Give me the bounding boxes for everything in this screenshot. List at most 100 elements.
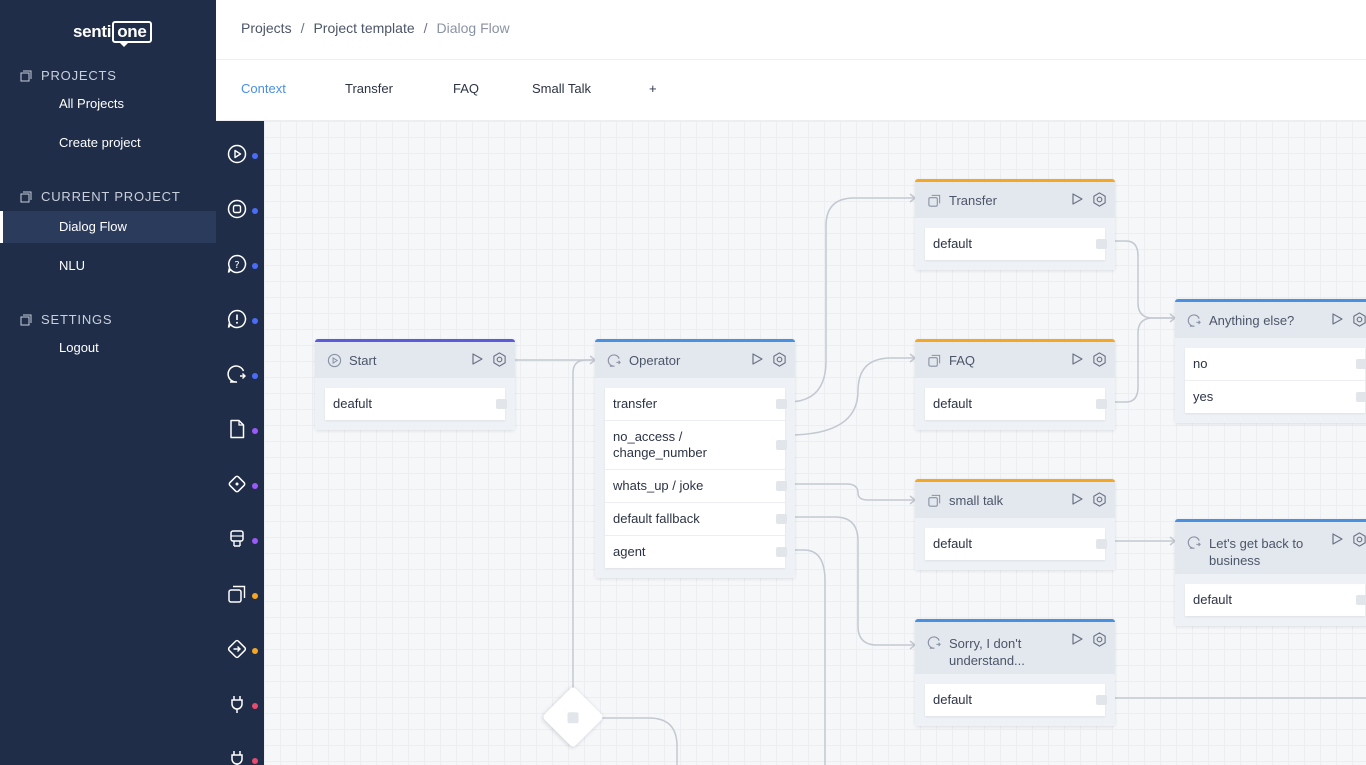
tool-alert-node[interactable] — [226, 308, 260, 334]
output-port[interactable] — [776, 547, 787, 557]
tool-condition-node[interactable] — [226, 473, 260, 499]
output-port[interactable] — [1096, 539, 1107, 549]
svg-text:?: ? — [234, 260, 239, 271]
node-output-row[interactable]: transfer — [605, 388, 787, 421]
breadcrumb-project-template[interactable]: Project template — [313, 20, 415, 36]
node-output-row[interactable]: default — [925, 684, 1107, 716]
gear-icon[interactable] — [772, 352, 787, 367]
node-title: Start — [349, 352, 377, 368]
tool-dialog-node[interactable] — [226, 363, 260, 389]
play-icon[interactable] — [1070, 352, 1084, 366]
node-output-row[interactable]: default — [925, 528, 1107, 560]
tool-document-node[interactable] — [226, 418, 260, 444]
node-output-row[interactable]: no_access / change_number — [605, 421, 787, 470]
output-label: default — [933, 396, 973, 411]
output-port[interactable] — [776, 399, 787, 409]
flow-tabs: Context Transfer FAQ Small Talk + — [216, 60, 1366, 121]
node-operator[interactable]: Operator transfer no_access / change_num… — [595, 339, 795, 578]
node-small-talk[interactable]: small talk default — [915, 479, 1115, 570]
logo-box-text: one — [112, 21, 152, 47]
node-output-row[interactable]: default — [1185, 584, 1366, 616]
gear-icon[interactable] — [1352, 532, 1366, 547]
tab-small-talk[interactable]: Small Talk — [532, 81, 592, 96]
wire-transfer-anything — [1109, 240, 1174, 319]
node-output-row[interactable]: yes — [1185, 381, 1366, 413]
breadcrumb-projects[interactable]: Projects — [241, 20, 292, 36]
play-icon[interactable] — [750, 352, 764, 366]
play-icon[interactable] — [1330, 532, 1344, 546]
output-port[interactable] — [776, 440, 787, 450]
output-port[interactable] — [1356, 595, 1366, 605]
diamond-node-icon — [228, 475, 246, 493]
node-transfer[interactable]: Transfer default — [915, 179, 1115, 270]
node-output-row[interactable]: default — [925, 388, 1107, 420]
output-port[interactable] — [1096, 399, 1107, 409]
node-faq[interactable]: FAQ default — [915, 339, 1115, 430]
tool-dot — [252, 153, 258, 159]
node-output-row[interactable]: agent — [605, 536, 787, 568]
tab-faq[interactable]: FAQ — [453, 81, 480, 96]
gear-icon[interactable] — [1092, 352, 1107, 367]
tool-redirect-node[interactable] — [226, 638, 260, 664]
tool-question-node[interactable]: ? — [226, 253, 260, 279]
output-port[interactable] — [1096, 239, 1107, 249]
plug-icon — [231, 696, 243, 713]
node-header: Let's get back to business — [1175, 522, 1366, 574]
tool-integration-node-2[interactable] — [226, 748, 260, 765]
tool-end-node[interactable] — [226, 198, 260, 224]
node-anything-else[interactable]: Anything else? no yes — [1175, 299, 1366, 423]
sidebar-item-all-projects[interactable]: All Projects — [59, 96, 125, 111]
gear-icon[interactable] — [1092, 492, 1107, 507]
output-port[interactable] — [1356, 392, 1366, 402]
header: Projects / Project template / Dialog Flo… — [216, 0, 1366, 60]
sidebar-item-logout[interactable]: Logout — [59, 340, 99, 355]
output-port[interactable] — [567, 712, 579, 724]
node-sorry-fallback[interactable]: Sorry, I don't understand... default — [915, 619, 1115, 726]
tool-start-node[interactable] — [226, 143, 260, 169]
gear-icon[interactable] — [1092, 632, 1107, 647]
tool-bot-node[interactable] — [226, 528, 260, 554]
folder-stack-icon — [20, 70, 32, 81]
node-start[interactable]: Start deafult — [315, 339, 515, 430]
node-output-row[interactable]: deafult — [325, 388, 507, 420]
play-icon[interactable] — [1070, 492, 1084, 506]
tool-dot — [252, 758, 258, 764]
sidebar-item-nlu[interactable]: NLU — [59, 258, 86, 273]
tool-integration-node[interactable] — [226, 693, 260, 719]
tab-context[interactable]: Context — [241, 81, 286, 96]
node-output-row[interactable]: default — [925, 228, 1107, 260]
output-port[interactable] — [496, 399, 507, 409]
play-icon[interactable] — [1330, 312, 1344, 326]
output-port[interactable] — [776, 514, 787, 524]
wire-fallback — [788, 516, 914, 646]
chat-arrow-icon — [927, 636, 941, 649]
tool-flow-node[interactable] — [226, 583, 260, 609]
node-back-to-business[interactable]: Let's get back to business default — [1175, 519, 1366, 626]
sidebar-item-dialog-flow[interactable]: Dialog Flow — [0, 211, 216, 243]
play-icon[interactable] — [1070, 192, 1084, 206]
output-port[interactable] — [1356, 359, 1366, 369]
output-port[interactable] — [1096, 695, 1107, 705]
output-label: default — [933, 692, 973, 707]
gear-icon[interactable] — [1092, 192, 1107, 207]
sentione-logo[interactable]: senti one — [73, 21, 152, 47]
tab-transfer[interactable]: Transfer — [345, 81, 393, 96]
play-circle-icon — [327, 353, 342, 367]
node-output-row[interactable]: whats_up / joke — [605, 470, 787, 503]
flow-canvas[interactable]: Start deafult Operator transfer no_acces… — [264, 121, 1366, 765]
play-icon[interactable] — [1070, 632, 1084, 646]
chat-arrow-icon — [607, 353, 621, 367]
output-port[interactable] — [776, 481, 787, 491]
breadcrumb-separator: / — [423, 20, 428, 36]
node-output-row[interactable]: default fallback — [605, 503, 787, 536]
gear-icon[interactable] — [492, 352, 507, 367]
add-tab-button[interactable]: + — [649, 81, 657, 96]
output-label: deafult — [333, 396, 373, 411]
wire-diamond-operator — [572, 359, 594, 696]
gear-icon[interactable] — [1352, 312, 1366, 327]
cards-icon — [928, 194, 941, 207]
node-output-row[interactable]: no — [1185, 348, 1366, 381]
sidebar-item-create-project[interactable]: Create project — [59, 135, 141, 150]
play-icon[interactable] — [470, 352, 484, 366]
output-label: agent — [613, 544, 646, 559]
